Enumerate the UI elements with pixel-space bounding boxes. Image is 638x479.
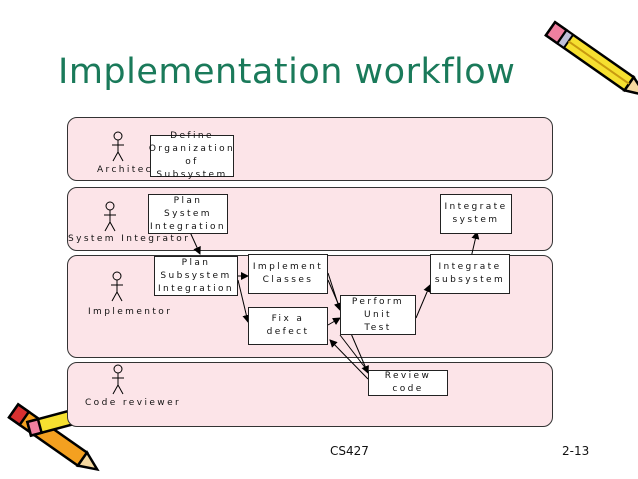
role-label-system-integrator: System Integrator — [68, 234, 191, 244]
implementor-actor-icon — [111, 271, 123, 302]
footer-page-number: 2-13 — [562, 444, 590, 458]
lane-code-reviewer — [67, 362, 553, 427]
activity-define-organization: Define Organization of Subsystem — [149, 131, 234, 180]
activity-fix-defect: Fix a defect — [248, 307, 328, 345]
activity-perform-unit-test-label: Perform Unit Test — [351, 296, 405, 333]
activity-review-code-label: Review code — [384, 371, 432, 394]
activity-review-code: Review code — [368, 370, 448, 396]
activity-integrate-subsystem-label: Integrate subsystem — [434, 262, 506, 285]
lane-architect — [67, 117, 553, 181]
activity-define-organization-label: Define Organization of Subsystem — [148, 131, 236, 180]
activity-plan-subsystem-integration: Plan Subsystem Integration — [154, 256, 238, 296]
activity-fix-defect-label: Fix a defect — [266, 314, 310, 337]
activity-plan-system-integration: Plan System Integration — [148, 194, 228, 234]
activity-perform-unit-test: Perform Unit Test — [340, 295, 416, 335]
system-integrator-actor-icon — [104, 201, 116, 232]
activity-integrate-system-label: Integrate system — [444, 202, 508, 225]
role-label-code-reviewer: Code reviewer — [85, 398, 182, 408]
architect-actor-icon — [112, 131, 124, 162]
footer-course: CS427 — [330, 444, 369, 458]
activity-plan-system-integration-label: Plan System Integration — [150, 195, 226, 232]
activity-integrate-system: Integrate system — [440, 194, 512, 234]
activity-implement-classes: Implement Classes — [248, 254, 328, 294]
code-reviewer-actor-icon — [112, 364, 124, 395]
activity-implement-classes-label: Implement Classes — [252, 262, 324, 285]
activity-plan-subsystem-integration-label: Plan Subsystem Integration — [158, 257, 234, 294]
slide-title: Implementation workflow — [58, 52, 516, 92]
activity-integrate-subsystem: Integrate subsystem — [430, 254, 510, 294]
role-label-implementor: Implementor — [88, 307, 173, 317]
role-label-architect: Architect — [97, 165, 159, 175]
